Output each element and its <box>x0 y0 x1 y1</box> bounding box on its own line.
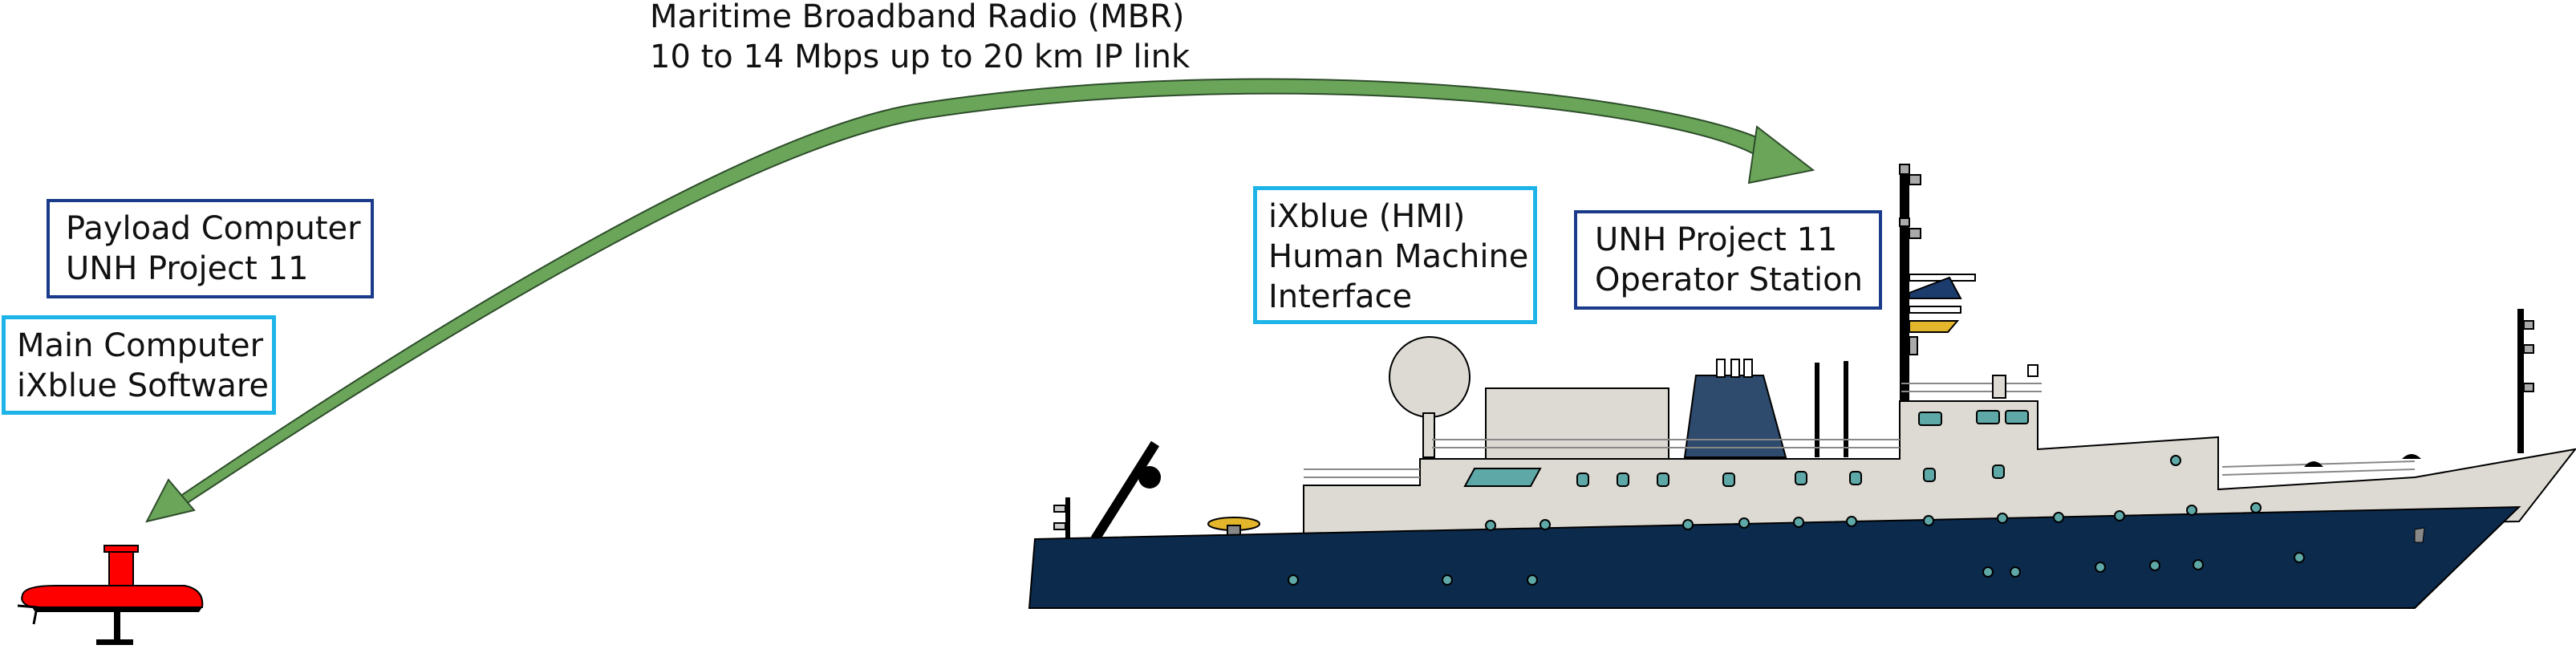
hull <box>1028 505 2521 609</box>
radome <box>1389 336 1471 418</box>
usv-keel <box>114 612 120 642</box>
payload-computer-line2: UNH Project 11 <box>66 250 309 287</box>
main-computer-box: Main Computer iXblue Software <box>2 315 276 415</box>
usv-vessel <box>17 545 204 645</box>
hmi-line2: Human Machine <box>1268 238 1529 275</box>
main-computer-line1: Main Computer <box>17 327 264 364</box>
arrowhead-ship <box>1747 125 1815 185</box>
operator-station-box: UNH Project 11 Operator Station <box>1574 210 1882 310</box>
usv-hull <box>21 585 204 608</box>
funnel <box>1683 375 1787 458</box>
hmi-line3: Interface <box>1268 278 1413 315</box>
fore-mast <box>2517 309 2524 453</box>
operator-station-line2: Operator Station <box>1595 262 1863 298</box>
lab-block <box>1485 387 1669 461</box>
main-computer-line2: iXblue Software <box>17 367 270 404</box>
payload-computer-line1: Payload Computer <box>66 210 361 247</box>
payload-computer-box: Payload Computer UNH Project 11 <box>47 199 374 298</box>
operator-station-line1: UNH Project 11 <box>1595 221 1838 258</box>
arrowhead-usv <box>145 478 196 523</box>
mbr-link-title: Maritime Broadband Radio (MBR) <box>650 0 1185 35</box>
mbr-link-arrow <box>145 78 1815 523</box>
hmi-line1: iXblue (HMI) <box>1268 198 1466 235</box>
mbr-link-label: Maritime Broadband Radio (MBR) 10 to 14 … <box>650 0 1190 77</box>
hmi-box: iXblue (HMI) Human Machine Interface <box>1253 186 1537 324</box>
usv-mast <box>108 546 134 590</box>
main-mast <box>1900 167 1909 408</box>
mbr-link-spec: 10 to 14 Mbps up to 20 km IP link <box>650 39 1191 75</box>
portholes <box>1288 455 2305 586</box>
